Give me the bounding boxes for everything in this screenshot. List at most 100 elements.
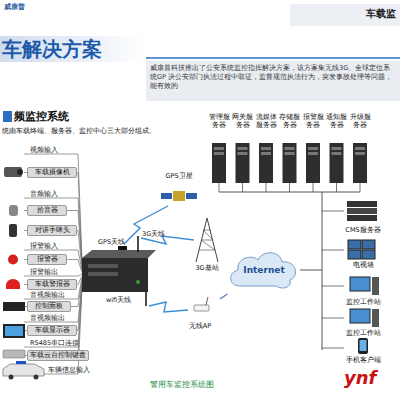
signal-wire (24, 198, 82, 266)
ap-icon (194, 305, 209, 311)
section-heading: 频监控系统 (14, 110, 69, 123)
handset-icon (9, 224, 17, 237)
server-bay (332, 147, 342, 150)
label-box: 车载警报器 (27, 279, 77, 290)
network-wire (219, 183, 220, 192)
node-text: 存储服务器 (279, 113, 301, 129)
gps-antenna (118, 246, 127, 250)
3g-antenna (137, 236, 139, 252)
network-wire (266, 183, 267, 192)
dvr-body (82, 258, 148, 292)
wifi-antenna (145, 292, 147, 306)
node-text: GPS卫星 (165, 172, 192, 180)
server-tower (259, 143, 273, 183)
video-wall-screen (348, 240, 361, 249)
label-box: 车载显示器 (27, 325, 77, 336)
network-bus (219, 192, 360, 193)
tower-frame (196, 218, 218, 262)
node-text: 手机客户端 (346, 356, 381, 364)
tower-lattice (199, 230, 215, 250)
node-text: 监控工作站 (346, 329, 381, 337)
label-box: 对讲手咪头 (27, 225, 77, 236)
camera-icon (4, 167, 22, 177)
server-tower (212, 143, 226, 183)
node-text: 车载显示器 (35, 326, 70, 335)
watermark: ynf (344, 368, 376, 388)
server-node: 管理服务器 (208, 113, 230, 185)
label-box: 报警器 (27, 254, 67, 265)
section-subtitle: 统由车载终端、服务器、监控中心三大部分组成。 (2, 127, 156, 136)
node-text: 车载警报器 (35, 280, 70, 289)
wireless-link (124, 206, 168, 244)
dvr-slot (88, 272, 118, 276)
dvr-top (82, 250, 156, 258)
cloud-shape (231, 253, 296, 288)
server-tower (306, 143, 320, 183)
antenna-label: wifi天线 (106, 296, 131, 304)
node-text: 报警服务器 (302, 113, 324, 129)
node-text: 升级服务器 (349, 113, 371, 129)
network-wire (300, 270, 322, 271)
server-bay (355, 152, 365, 155)
label-box: 拾音器 (27, 205, 67, 216)
node-text: 管理服务器 (208, 113, 230, 129)
label-box: 车载摄像机 (27, 167, 77, 178)
phone-screen (360, 340, 367, 351)
signal-label: RS485串口连接 (30, 339, 79, 347)
server-bay (214, 147, 224, 150)
network-wire (242, 183, 243, 192)
car-wheel (9, 375, 14, 380)
rack-server (347, 208, 377, 214)
signal-label: 音视频输出 (30, 314, 65, 322)
satellite-body (173, 191, 185, 201)
device-node: 手机客户端 (338, 336, 388, 364)
video-wall-screen (348, 250, 361, 259)
antenna-label: 3G天线 (142, 230, 165, 238)
satellite-panel (186, 193, 197, 199)
video-wall-screen (362, 250, 375, 259)
antenna-label: GPS天线 (98, 238, 125, 246)
server-bay (285, 147, 295, 150)
signal-label: 视频输入 (30, 146, 58, 154)
device-node: 监控工作站 (338, 306, 388, 337)
signal-label: 车辆信息输入 (48, 366, 90, 374)
camera-lens (17, 169, 23, 175)
dvr-led (136, 280, 140, 284)
node-text: 网关服务器 (232, 113, 254, 129)
logo-text: 威康普 (4, 3, 25, 11)
node-text: 控制面板 (35, 302, 63, 311)
server-bay (308, 152, 318, 155)
signal-label: 音频输入 (30, 190, 58, 198)
figure-caption: 警用车监控系统图 (150, 380, 214, 390)
header-text: 车载监 (366, 10, 396, 18)
intro-panel (146, 61, 400, 101)
section-bullet (3, 111, 12, 122)
alarm-button-icon (8, 255, 18, 265)
server-bay (214, 152, 224, 155)
intro-text: 威康普科技推出了公安系统监控指挥解决方案，该方案集无线3G、全球定位系统GP 决… (150, 64, 396, 91)
signal-wire (24, 288, 82, 374)
signal-wire (24, 211, 82, 268)
server-bay (238, 152, 248, 155)
network-wire (322, 250, 344, 251)
node-text: 拾音器 (37, 206, 58, 215)
server-tower (353, 143, 367, 183)
server-tower (283, 143, 297, 183)
workstation-monitor (350, 277, 370, 291)
network-link (220, 294, 227, 299)
workstation-monitor (350, 309, 370, 323)
signal-wire (24, 286, 82, 355)
server-bay (332, 152, 342, 155)
car-lightbar (16, 361, 26, 364)
node-text: CMS服务器 (345, 226, 380, 234)
node-text: 报警器 (37, 255, 58, 264)
network-wire (322, 318, 344, 319)
node-text: 通知服务器 (326, 113, 348, 129)
node-text: 对讲手咪头 (35, 226, 70, 235)
monitor-icon (3, 324, 25, 338)
network-wire (322, 286, 344, 287)
signal-wire (24, 278, 82, 299)
node-text: 流媒体服务器 (255, 113, 277, 129)
signal-wire (24, 250, 82, 271)
